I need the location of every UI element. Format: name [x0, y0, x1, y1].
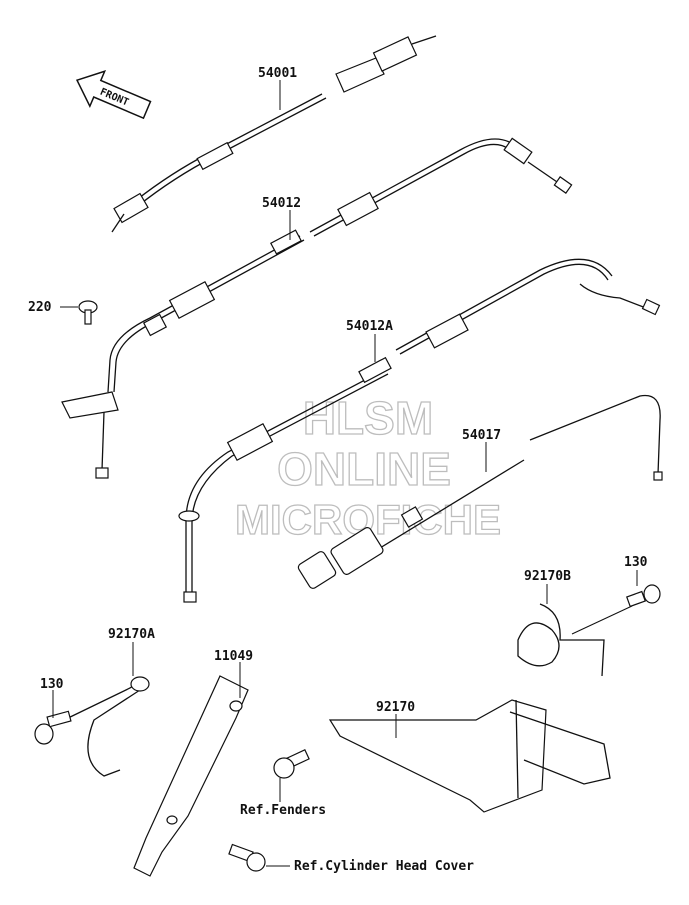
- label-130-right: 130: [624, 555, 648, 570]
- cable-54012A: [178, 258, 661, 603]
- label-92170: 92170: [376, 700, 415, 715]
- watermark: HLSM ONLINE MICROFICHE: [234, 391, 501, 543]
- label-54017: 54017: [462, 428, 501, 443]
- watermark-line-2: ONLINE: [277, 443, 451, 495]
- front-arrow-icon: FRONT: [75, 70, 152, 120]
- label-54012A: 54012A: [346, 319, 393, 334]
- part-labels: 54001 54012 220 54012A 54017 92170B 130 …: [28, 66, 648, 874]
- cable-54012: [61, 137, 573, 479]
- label-130-left: 130: [40, 677, 64, 692]
- bracket-11049: [133, 675, 249, 877]
- label-220: 220: [28, 300, 52, 315]
- bracket-92170B: [517, 603, 633, 677]
- label-11049: 11049: [214, 649, 253, 664]
- label-ref-fenders: Ref.Fenders: [240, 803, 326, 818]
- label-54012: 54012: [262, 196, 301, 211]
- leader-lines: [52, 80, 638, 867]
- bolt-fenders: [273, 749, 310, 779]
- bolt-130-right: [626, 584, 661, 608]
- bracket-92170: [328, 699, 611, 813]
- bolt-130-left: [34, 710, 72, 745]
- label-ref-cylinder-head-cover: Ref.Cylinder Head Cover: [294, 859, 474, 874]
- watermark-line-1: HLSM: [303, 392, 433, 444]
- bolt-220: [78, 300, 98, 325]
- cable-54001: [111, 35, 437, 233]
- label-54001: 54001: [258, 66, 297, 81]
- label-92170B: 92170B: [524, 569, 571, 584]
- bolt-cylinder-head-cover: [228, 843, 266, 872]
- cable-54017: [297, 394, 663, 589]
- bracket-92170A: [63, 676, 150, 777]
- label-92170A: 92170A: [108, 627, 155, 642]
